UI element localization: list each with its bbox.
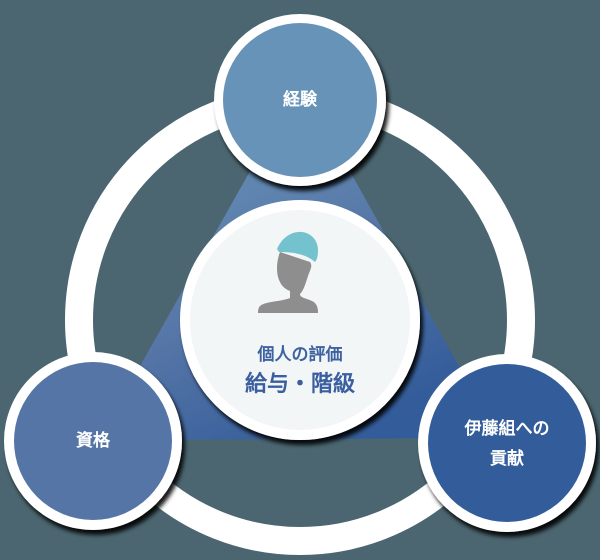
node-right-label-line1: 伊藤組への <box>464 419 550 439</box>
center-label-salary-grade: 給与・階級 <box>244 372 355 397</box>
node-right <box>418 354 596 532</box>
node-top-label: 経験 <box>283 90 317 110</box>
node-left <box>4 352 182 530</box>
node-right-label: 伊藤組への 貢献 <box>432 414 582 474</box>
node-left-label: 資格 <box>76 431 110 451</box>
center-label-evaluation: 個人の評価 <box>257 345 343 365</box>
node-right-label-line2: 貢献 <box>490 449 524 469</box>
worker-helmet-icon <box>258 231 318 313</box>
node-top <box>214 14 386 186</box>
node-center <box>180 200 420 440</box>
